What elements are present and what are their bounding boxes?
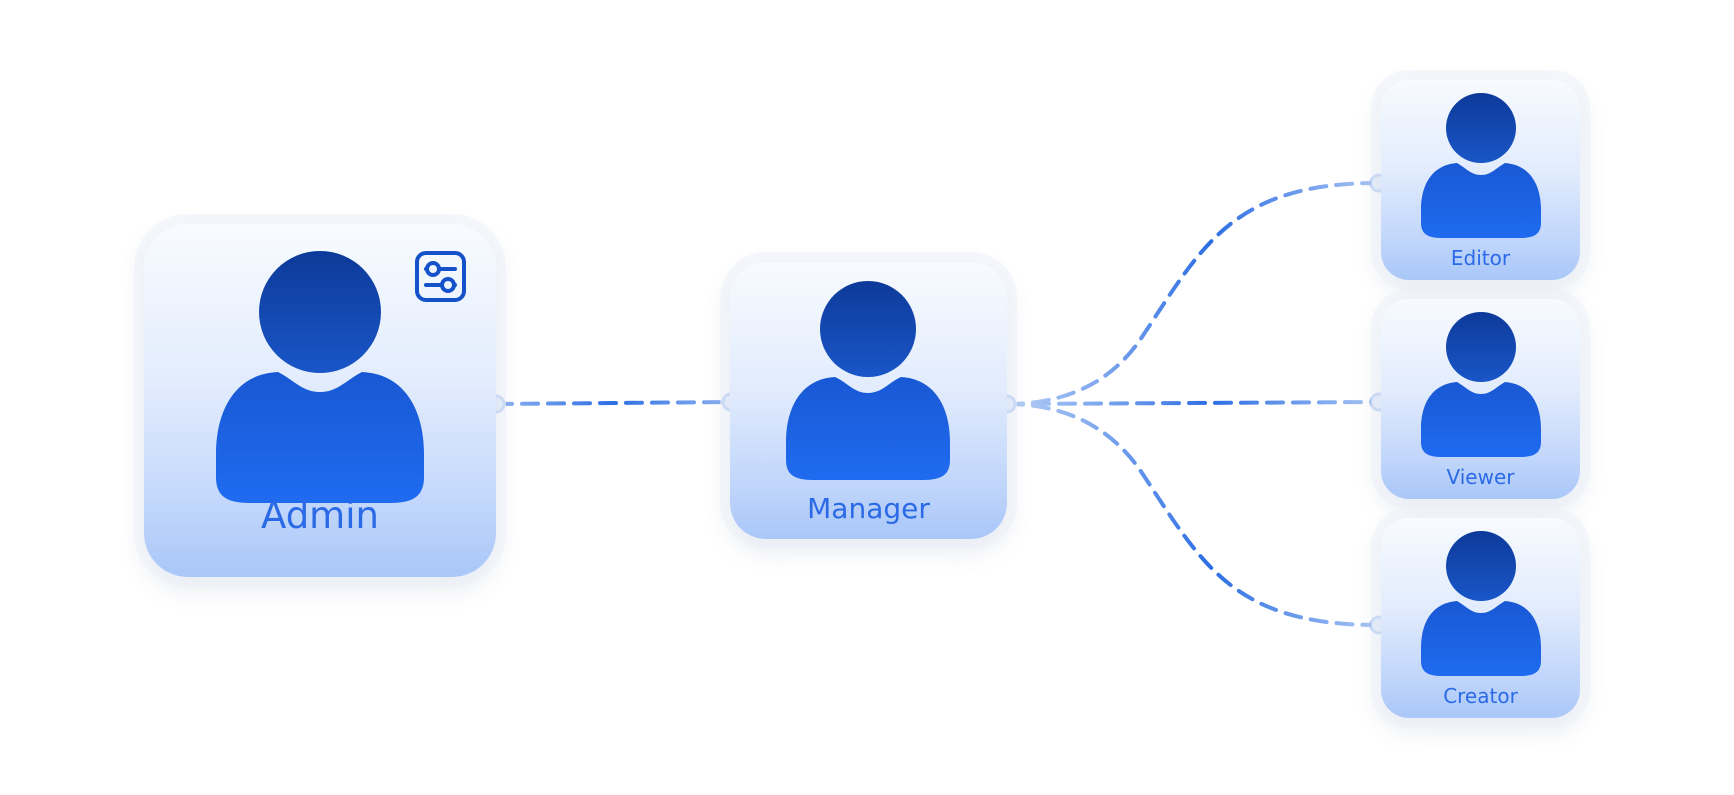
user-icon (1421, 531, 1541, 676)
user-icon (1421, 93, 1541, 238)
user-icon (786, 281, 950, 480)
node-creator[interactable]: Creator (1381, 518, 1580, 718)
node-editor[interactable]: Editor (1381, 80, 1580, 280)
user-icon (1421, 312, 1541, 457)
connector-manager-viewer (1005, 400, 1379, 406)
node-admin[interactable]: Admin (144, 224, 496, 577)
node-editor-label: Editor (1450, 246, 1511, 270)
node-viewer-label: Viewer (1446, 465, 1515, 489)
connector-manager-editor (1005, 181, 1379, 406)
node-manager[interactable]: Manager (730, 262, 1007, 539)
node-creator-label: Creator (1443, 684, 1518, 708)
node-manager-label: Manager (807, 492, 930, 525)
node-viewer[interactable]: Viewer (1381, 299, 1580, 499)
connector-manager-creator (1005, 402, 1379, 627)
user-icon (216, 251, 424, 503)
node-admin-label: Admin (261, 494, 379, 537)
connector-admin-manager (494, 400, 733, 406)
settings-sliders-icon[interactable] (414, 250, 467, 303)
